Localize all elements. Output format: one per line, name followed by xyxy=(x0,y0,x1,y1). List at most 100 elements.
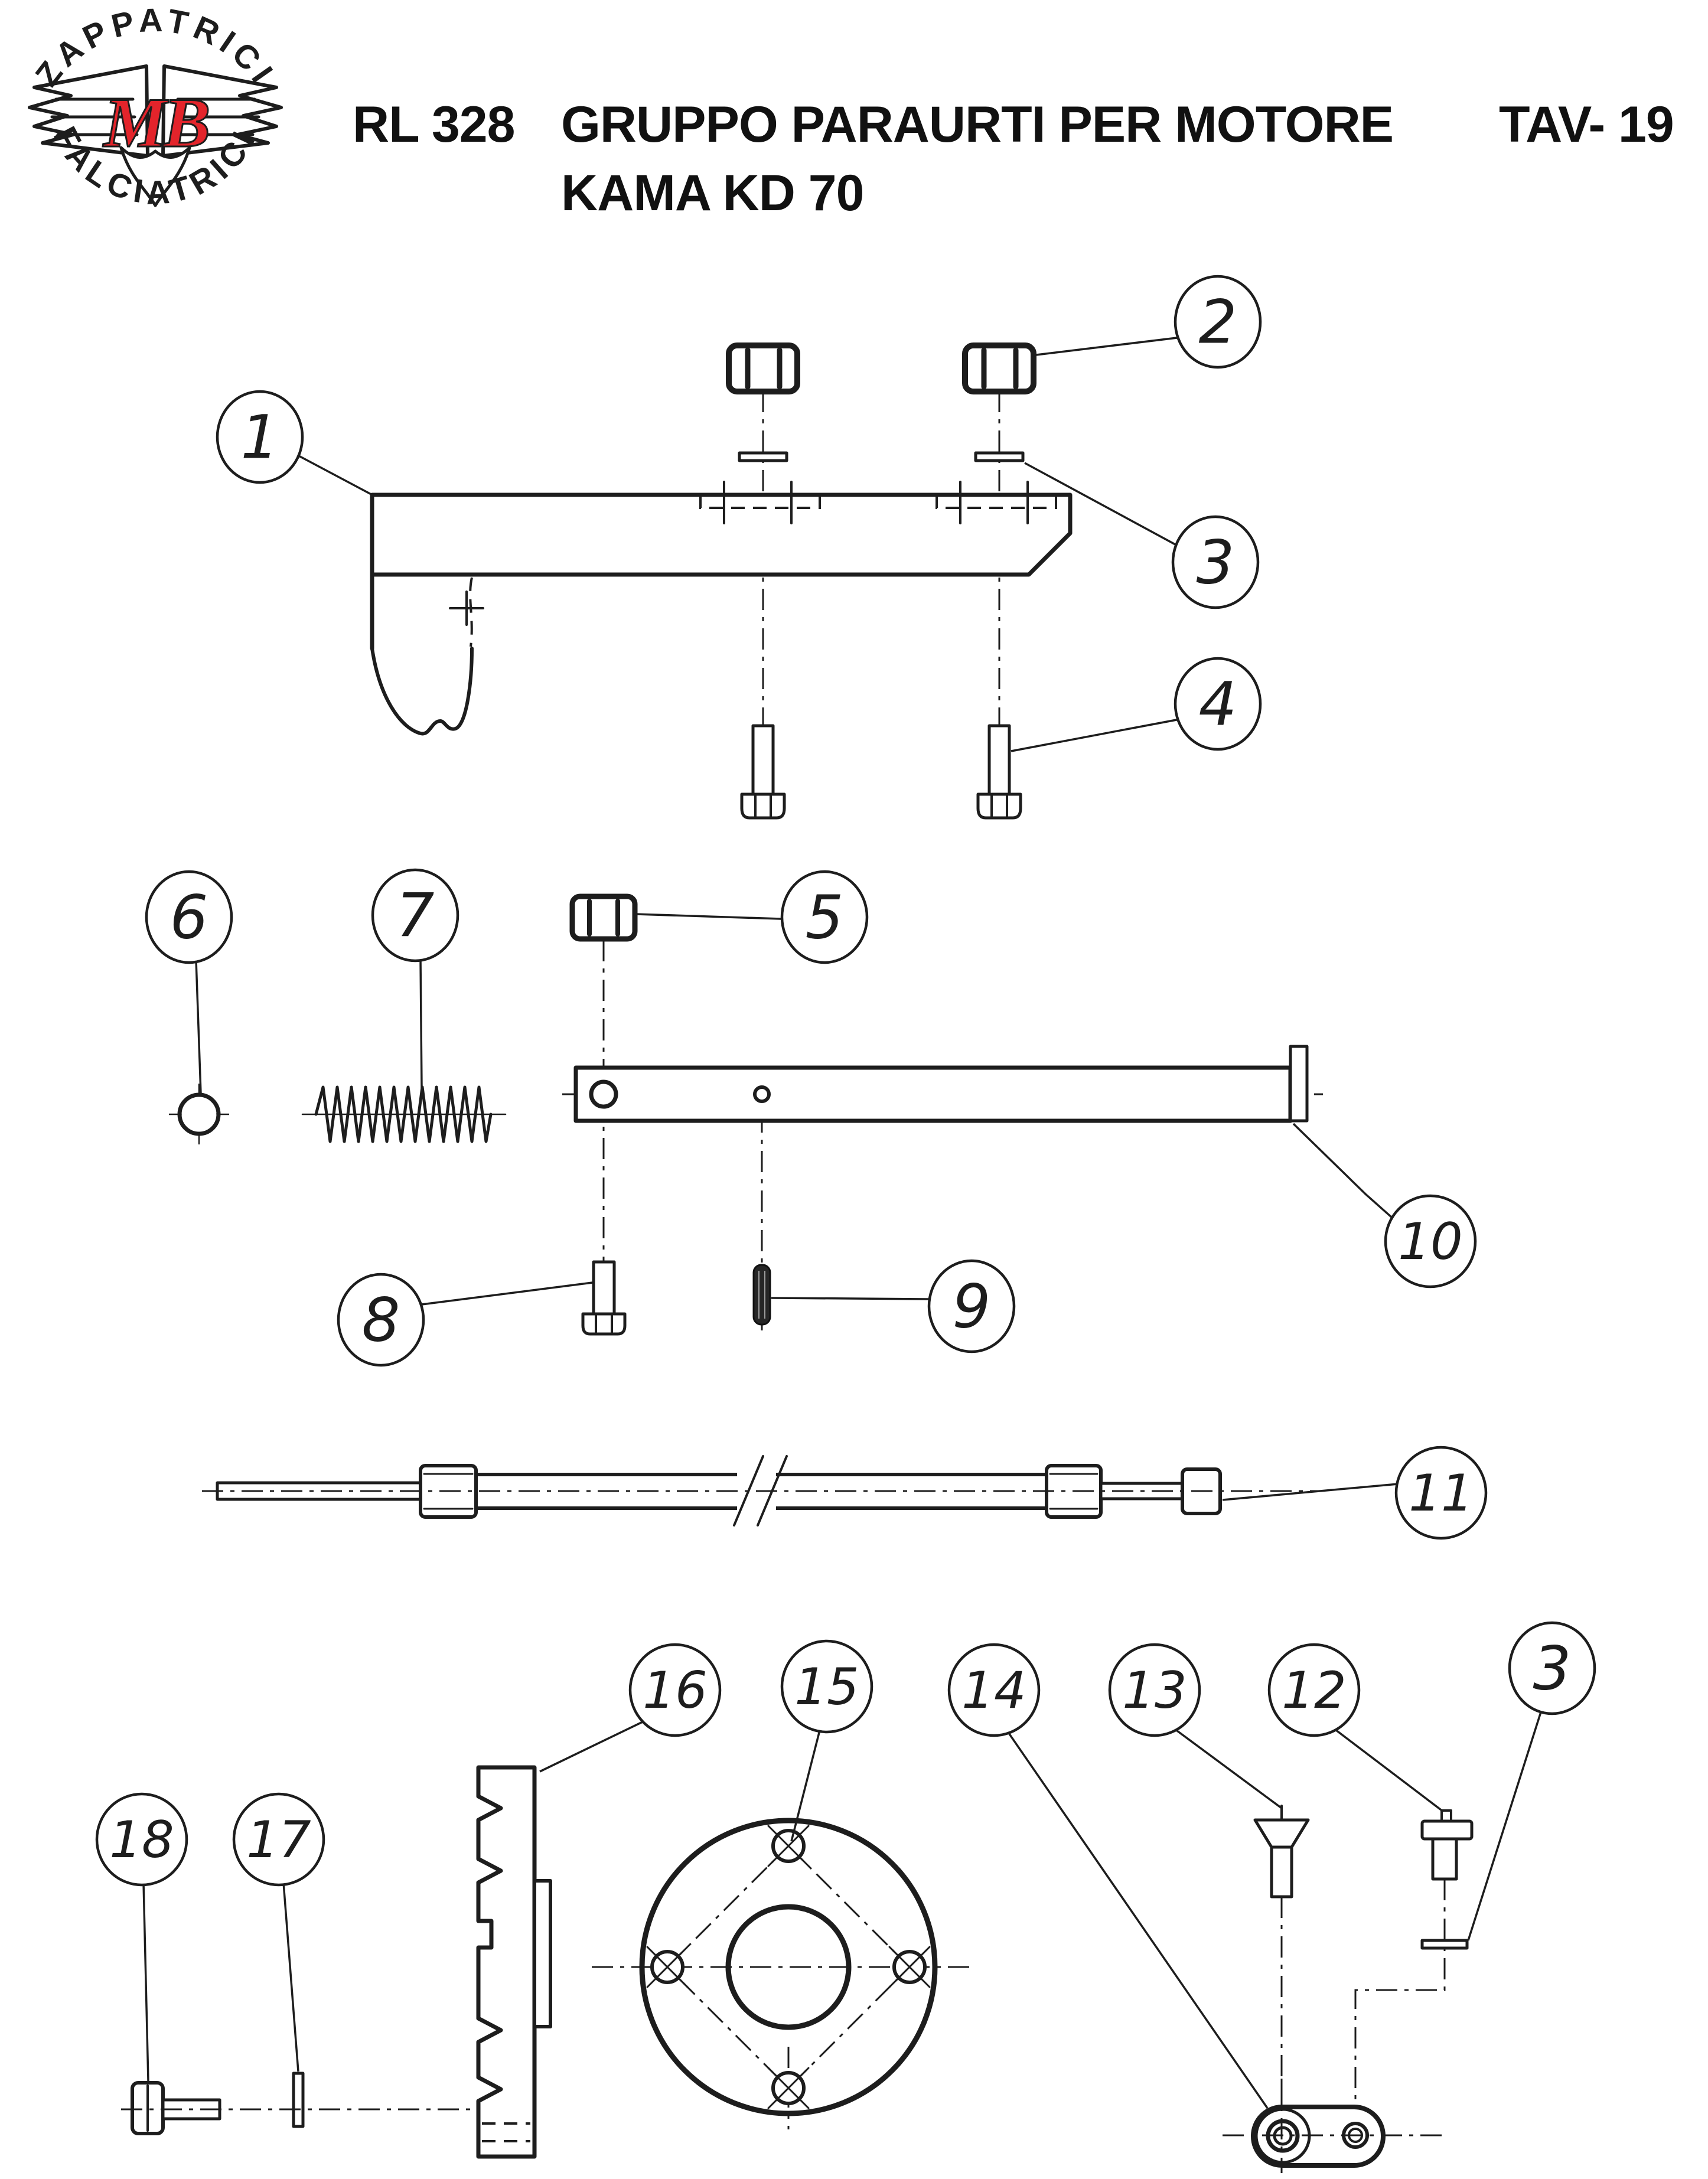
balloon-number: 9 xyxy=(953,1272,991,1342)
balloon-circle xyxy=(145,870,233,964)
balloon-part-13: 13 xyxy=(1108,1643,1283,1809)
balloon-number: 1 xyxy=(241,403,279,473)
balloon-circle xyxy=(927,1259,1016,1353)
part-14-link xyxy=(1223,2079,1442,2173)
part-2-nut-right xyxy=(962,342,1036,394)
balloon-circle xyxy=(337,1273,425,1367)
balloon-number: 12 xyxy=(1282,1661,1346,1720)
flame-icon xyxy=(119,146,191,207)
balloon-number: 6 xyxy=(170,883,208,953)
balloon-circle xyxy=(780,1639,873,1734)
balloon-circle xyxy=(1174,657,1262,751)
assembly-support-bar xyxy=(169,893,1323,1336)
balloon-number: 5 xyxy=(806,883,844,953)
assembly-engine-mount xyxy=(121,1765,1474,2173)
balloon-number: 2 xyxy=(1199,288,1237,358)
balloon-circle xyxy=(371,868,459,963)
brand-logo: MB ZAPPATRICI FALCIATRICI xyxy=(28,1,283,211)
balloon-part-15: 15 xyxy=(780,1639,873,1842)
balloon-part-12: 12 xyxy=(1267,1643,1445,1813)
balloon-circle xyxy=(1394,1446,1488,1540)
balloon-number: 14 xyxy=(961,1661,1026,1720)
balloon-part-5: 5 xyxy=(635,870,869,964)
part-12-screw xyxy=(1354,1809,1474,2105)
balloon-number: 15 xyxy=(794,1658,859,1717)
balloon-number: 10 xyxy=(1398,1212,1462,1271)
model-code: RL 328 xyxy=(353,96,514,153)
part-18-bolt xyxy=(131,2081,221,2135)
part-3-washer-left xyxy=(738,451,788,462)
title-line2: KAMA KD 70 xyxy=(561,165,863,221)
balloon-number: 3 xyxy=(1533,1634,1572,1704)
balloon-number: 8 xyxy=(362,1286,400,1356)
balloon-circle xyxy=(232,1792,325,1887)
title-line1: GRUPPO PARAURTI PER MOTORE xyxy=(561,96,1393,153)
part-3-washer-bottom xyxy=(1420,1939,1469,1950)
part-6-ball xyxy=(177,1092,221,1136)
balloon-part-10: 10 xyxy=(1292,1123,1477,1289)
part-17-washer xyxy=(292,2072,305,2128)
balloon-number: 7 xyxy=(396,881,435,951)
balloon-part-3: 3 xyxy=(1024,462,1260,609)
balloon-circle xyxy=(1171,515,1260,609)
balloon-circle xyxy=(216,390,304,484)
part-7-spring xyxy=(314,1085,493,1143)
balloon-part-6: 6 xyxy=(145,870,233,1094)
balloon-number: 18 xyxy=(109,1811,174,1870)
flange-bolt-hole-left xyxy=(646,1946,689,1988)
assembly-bumper-bracket xyxy=(370,342,1073,824)
plate-number: TAV- 19 xyxy=(1499,96,1674,153)
balloon-part-17: 17 xyxy=(232,1792,325,2072)
flange-bolt-hole-top xyxy=(767,1825,810,1867)
part-1-bracket-plate xyxy=(370,481,1073,736)
balloon-circle xyxy=(947,1643,1041,1737)
part-2-nut-left xyxy=(726,342,800,394)
part-11-control-rod xyxy=(202,1455,1322,1526)
balloon-part-3: 3 xyxy=(1467,1621,1596,1941)
logo-monogram: MB xyxy=(103,83,208,162)
balloon-part-1: 1 xyxy=(216,390,375,497)
balloon-part-8: 8 xyxy=(337,1273,593,1367)
wings-icon xyxy=(28,64,283,158)
part-4-bolt-right xyxy=(976,724,1022,820)
part-10-bar xyxy=(573,1045,1309,1123)
balloon-part-9: 9 xyxy=(771,1259,1016,1353)
flange-bolt-hole-right xyxy=(888,1946,931,1988)
balloon-part-11: 11 xyxy=(1222,1446,1488,1540)
break-out-edge xyxy=(370,647,474,736)
part-9-pin xyxy=(752,1264,771,1326)
balloon-circle xyxy=(95,1792,188,1887)
part-5-nut xyxy=(569,893,638,942)
balloon-part-18: 18 xyxy=(95,1792,188,2082)
part-4-bolt-left xyxy=(740,724,786,820)
leader-line xyxy=(993,1689,1269,2109)
balloon-number: 3 xyxy=(1197,528,1235,598)
part-3-washer-right xyxy=(974,451,1025,462)
balloon-number: 16 xyxy=(643,1661,707,1720)
balloon-circle xyxy=(1108,1643,1201,1737)
logo-arc-top: ZAPPATRICI xyxy=(28,1,283,93)
balloon-circle xyxy=(1384,1194,1477,1289)
balloon-circle xyxy=(1267,1643,1361,1737)
flange-bolt-hole-bottom xyxy=(767,2067,810,2109)
balloon-number: 17 xyxy=(246,1811,311,1870)
balloon-circle xyxy=(780,870,869,964)
center-mark xyxy=(449,591,484,626)
balloon-number: 4 xyxy=(1199,670,1237,740)
balloon-part-16: 16 xyxy=(539,1643,722,1773)
part-15-flange xyxy=(592,1818,973,2129)
balloon-number: 11 xyxy=(1409,1464,1473,1523)
balloon-circle xyxy=(1174,275,1262,369)
balloon-circle xyxy=(1508,1621,1596,1715)
balloon-part-4: 4 xyxy=(1011,657,1262,752)
part-13-countersunk-screw xyxy=(1253,1805,1310,2107)
balloon-number: 13 xyxy=(1122,1661,1187,1720)
balloon-circle xyxy=(628,1643,722,1737)
part-8-bolt xyxy=(581,1260,627,1336)
balloon-part-2: 2 xyxy=(1031,275,1262,369)
part-16-bracket xyxy=(476,1765,552,2159)
balloon-part-14: 14 xyxy=(947,1643,1269,2109)
